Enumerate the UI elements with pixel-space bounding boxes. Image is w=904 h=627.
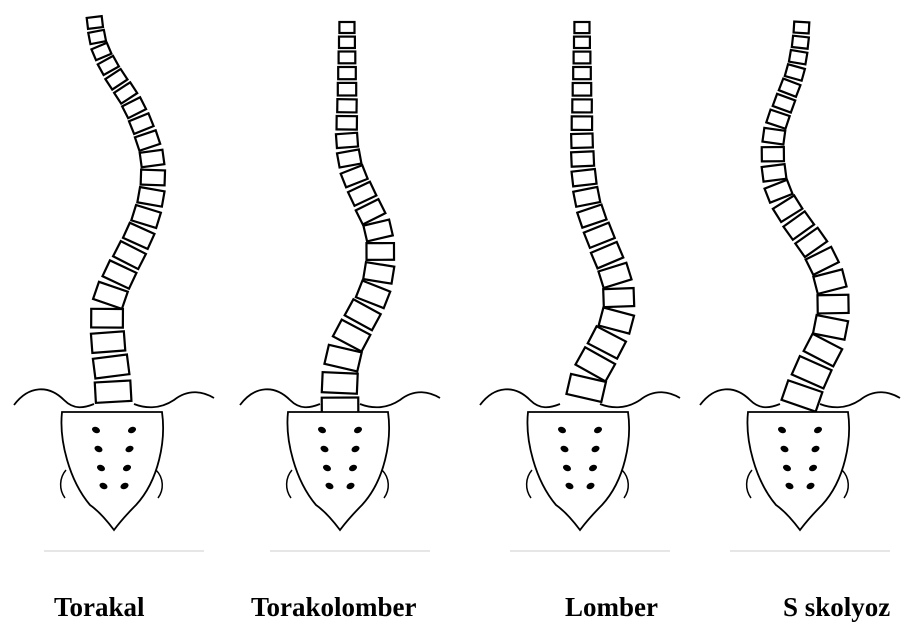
caption-torakal: Torakal	[54, 592, 145, 623]
spine-lomber	[480, 22, 680, 551]
vertebra	[137, 187, 164, 207]
caption-s-skolyoz: S skolyoz	[783, 592, 890, 623]
vertebra	[336, 133, 358, 148]
vertebra	[773, 94, 796, 113]
vertebra	[762, 128, 785, 145]
vertebra	[91, 309, 123, 328]
vertebra	[338, 83, 356, 96]
vertebra	[141, 170, 165, 186]
vertebra	[794, 22, 810, 34]
vertebra	[571, 151, 594, 166]
vertebra	[785, 64, 805, 80]
vertebra	[574, 52, 591, 64]
vertebra	[135, 130, 160, 150]
vertebra	[337, 116, 357, 130]
vertebra	[572, 116, 592, 130]
vertebra	[339, 37, 355, 48]
vertebra	[766, 110, 789, 129]
vertebra	[339, 52, 356, 64]
vertebra	[363, 262, 394, 284]
vertebra	[817, 295, 848, 314]
sacrum	[287, 412, 389, 530]
vertebra	[366, 243, 394, 260]
vertebra	[779, 79, 801, 97]
vertebra	[572, 99, 592, 112]
caption-lomber: Lomber	[565, 592, 658, 623]
vertebra	[573, 83, 592, 96]
vertebra	[792, 36, 809, 49]
vertebra	[337, 149, 361, 167]
vertebra	[338, 67, 356, 79]
sacrum	[527, 412, 629, 530]
vertebra	[574, 22, 589, 33]
vertebra	[572, 169, 597, 186]
spine-torakolomber	[240, 22, 440, 551]
vertebra	[762, 164, 787, 182]
sacrum	[61, 412, 163, 530]
vertebra	[140, 150, 165, 168]
spine-torakal	[14, 16, 214, 551]
vertebra	[322, 372, 358, 394]
vertebra	[87, 16, 103, 29]
caption-torakolomber: Torakolomber	[251, 592, 417, 623]
vertebra	[88, 30, 106, 44]
vertebra	[571, 134, 593, 148]
vertebra	[789, 50, 807, 64]
vertebra	[573, 67, 591, 79]
vertebra	[573, 187, 600, 207]
vertebra	[762, 147, 784, 161]
vertebra	[339, 22, 354, 33]
sacrum	[747, 412, 849, 530]
vertebra	[574, 37, 590, 48]
spine-s-skolyoz	[700, 22, 900, 551]
vertebra	[91, 331, 125, 353]
vertebra	[337, 99, 356, 112]
vertebra	[93, 354, 130, 378]
vertebra	[95, 381, 132, 403]
vertebra	[603, 288, 634, 307]
